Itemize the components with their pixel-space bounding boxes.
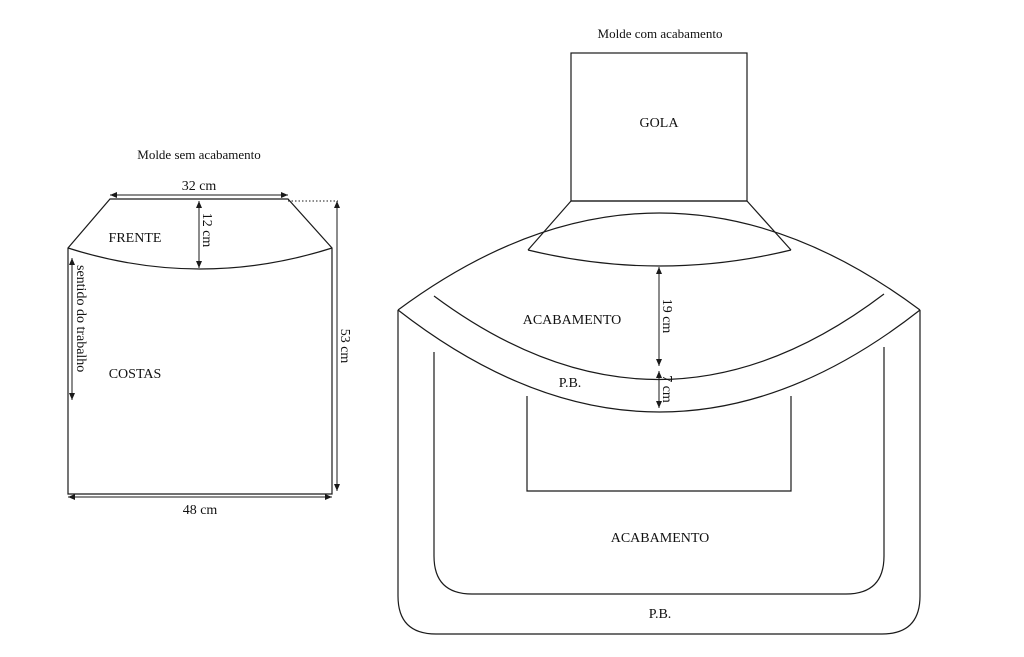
- front-curve-line: [67, 247, 333, 270]
- band-lower-arc: [397, 309, 921, 413]
- right-pattern-title: Molde com acabamento: [598, 26, 723, 41]
- collar-label: GOLA: [640, 116, 680, 131]
- inner-outline: [433, 347, 885, 595]
- outer-outline: [397, 310, 921, 635]
- lower-finish-label: ACABAMENTO: [611, 531, 710, 546]
- neck-arc: [527, 249, 792, 267]
- neck-right-line: [746, 200, 792, 251]
- finish-depth-dimension-label: 19 cm: [659, 299, 674, 334]
- front-label: FRENTE: [109, 231, 162, 246]
- center-rect: [526, 396, 792, 492]
- pattern-without-finish: Molde sem acabamento 32 cm 12 cm FRENTE …: [67, 147, 352, 518]
- front-depth-dimension-label: 12 cm: [199, 213, 214, 248]
- upper-finish-label: ACABAMENTO: [523, 313, 622, 328]
- work-direction-label: sentido do trabalho: [73, 265, 88, 372]
- band-depth-dimension-label: 7 cm: [659, 375, 674, 403]
- pattern-with-finish: Molde com acabamento GOLA ACABAMENTO P.B…: [397, 26, 921, 635]
- top-dimension-label: 32 cm: [182, 179, 217, 194]
- lower-band-label: P.B.: [649, 607, 672, 622]
- neck-left-line: [527, 200, 572, 251]
- upper-band-label: P.B.: [559, 376, 582, 391]
- back-label: COSTAS: [109, 367, 162, 382]
- height-dimension-label: 53 cm: [337, 329, 352, 364]
- bottom-dimension-label: 48 cm: [183, 503, 218, 518]
- left-pattern-title: Molde sem acabamento: [137, 147, 260, 162]
- outer-top-arc: [397, 212, 921, 311]
